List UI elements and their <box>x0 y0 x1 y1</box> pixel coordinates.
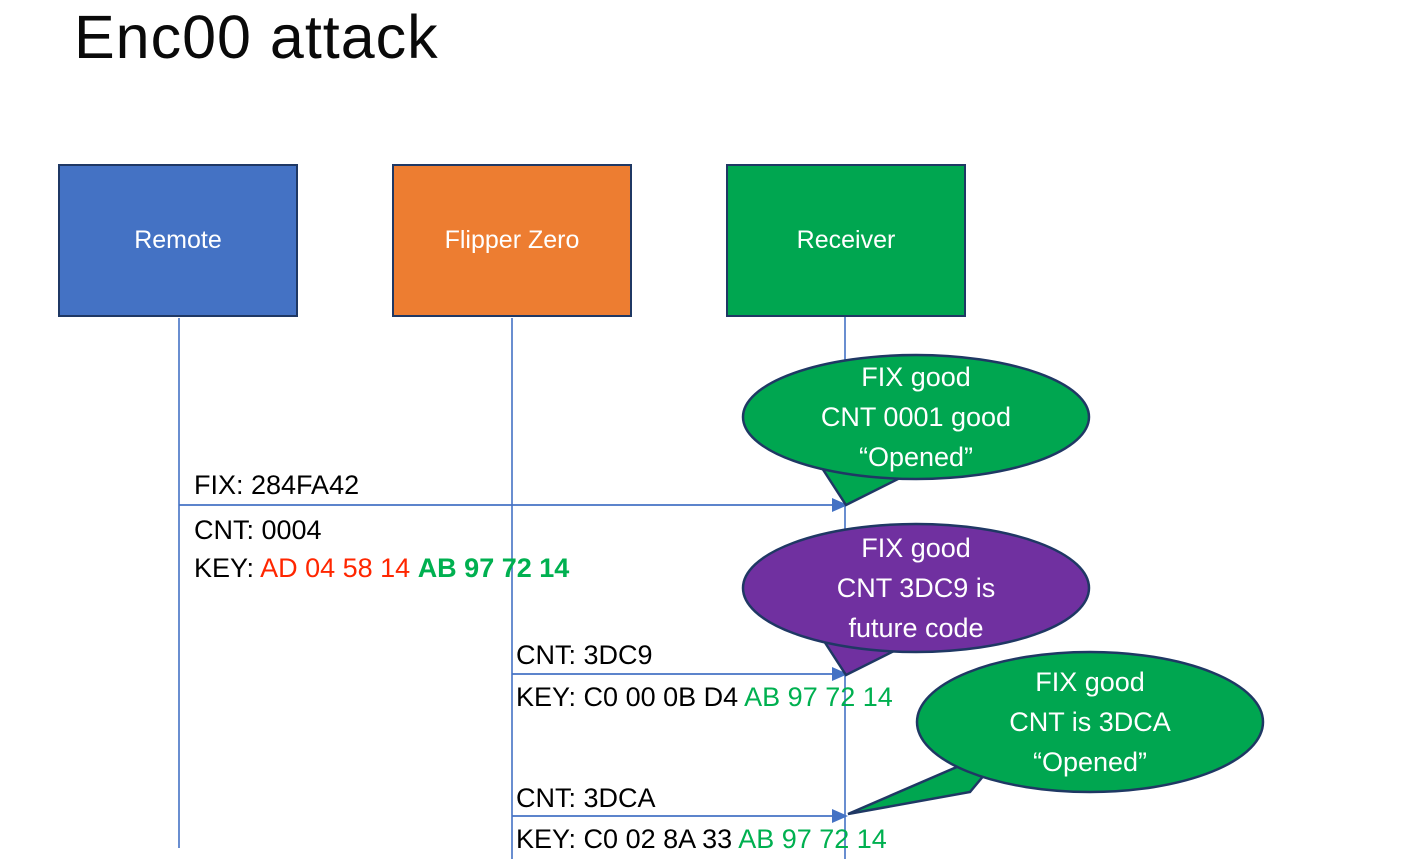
message2-key-label: KEY: C0 00 0B D4 AB 97 72 14 <box>516 682 893 713</box>
speech-bubble-3-text: FIX good CNT is 3DCA “Opened” <box>917 662 1263 782</box>
message3-key-prefix: KEY: <box>516 824 584 854</box>
message1-key-label: KEY: AD 04 58 14 AB 97 72 14 <box>194 553 569 584</box>
arrowhead-remote-to-receiver-icon <box>832 498 848 512</box>
bubble1-line1: FIX good <box>861 362 971 392</box>
arrowhead-flipper-to-receiver-2-icon <box>832 809 848 823</box>
message1-fix-value: FIX: 284FA42 <box>194 470 360 500</box>
message1-key-prefix: KEY: <box>194 553 261 583</box>
actor-box-flipper-zero: Flipper Zero <box>392 164 632 317</box>
message1-cnt-value: CNT: 0004 <box>194 515 322 545</box>
bubble2-line1: FIX good <box>861 533 971 563</box>
bubble1-line2: CNT 0001 good <box>820 402 1012 432</box>
actor-box-receiver: Receiver <box>726 164 966 317</box>
speech-bubble-2 <box>741 522 1091 654</box>
bubble2-line3: future code <box>848 613 984 643</box>
speech-bubble-3 <box>915 650 1265 794</box>
actor-label-remote: Remote <box>134 226 222 254</box>
message2-key-prefix: KEY: <box>516 682 584 712</box>
message2-key-black-bytes: C0 00 0B D4 <box>583 682 745 712</box>
message1-key-red-bytes: AD 04 58 14 <box>260 553 418 583</box>
message2-cnt-label: CNT: 3DC9 <box>516 640 653 671</box>
arrowhead-flipper-to-receiver-1-icon <box>832 667 848 681</box>
bubble2-line2: CNT 3DC9 is <box>836 573 996 603</box>
message3-key-green-bytes: AB 97 72 14 <box>738 824 887 854</box>
actor-box-remote: Remote <box>58 164 298 317</box>
speech-bubble-1-text: FIX good CNT 0001 good “Opened” <box>743 357 1089 477</box>
bubble3-line2: CNT is 3DCA <box>1009 707 1171 737</box>
bubble3-line3: “Opened” <box>1032 747 1148 777</box>
bubble3-line1: FIX good <box>1035 667 1145 697</box>
message3-cnt-label: CNT: 3DCA <box>516 783 656 814</box>
bubble1-line3: “Opened” <box>858 442 974 472</box>
message2-cnt-value: CNT: 3DC9 <box>516 640 653 670</box>
message2-key-green-bytes: AB 97 72 14 <box>744 682 893 712</box>
message3-key-label: KEY: C0 02 8A 33 AB 97 72 14 <box>516 824 887 855</box>
actor-label-flipper-zero: Flipper Zero <box>444 226 580 254</box>
page-title: Enc00 attack <box>74 3 439 71</box>
message3-cnt-value: CNT: 3DCA <box>516 783 656 813</box>
actor-label-receiver: Receiver <box>796 226 896 254</box>
message3-key-black-bytes: C0 02 8A 33 <box>583 824 739 854</box>
message1-key-green-bytes: AB 97 72 14 <box>417 553 570 583</box>
message1-fix-label: FIX: 284FA42 <box>194 470 359 501</box>
message1-cnt-label: CNT: 0004 <box>194 515 322 546</box>
speech-bubble-2-text: FIX good CNT 3DC9 is future code <box>743 528 1089 648</box>
speech-bubble-1 <box>741 353 1091 481</box>
